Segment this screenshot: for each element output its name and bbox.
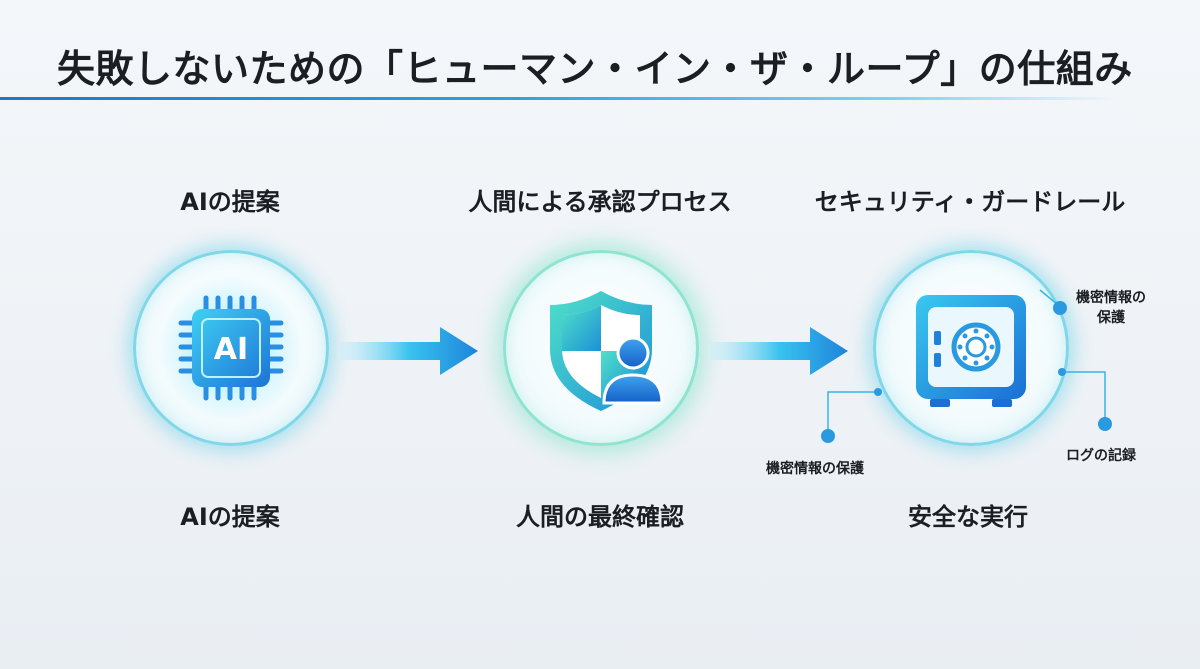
callout-right: ログの記録: [1066, 448, 1136, 464]
arrow-right-icon: [340, 327, 478, 375]
step-2-top-label: 人間による承認プロセス: [468, 188, 732, 216]
step-3-bottom-label: 安全な実行: [908, 503, 1028, 531]
callout-dot: [1053, 301, 1067, 315]
chip-text: AI: [214, 332, 248, 367]
step-1-circle: AI: [133, 250, 329, 446]
callout-dot: [1058, 368, 1066, 376]
step-1-bottom-label: AIの提案: [180, 503, 280, 531]
ai-chip-icon: AI: [159, 276, 303, 420]
shield-person-icon: [550, 291, 664, 411]
step-2-bottom-label: 人間の最終確認: [516, 503, 684, 531]
step-3-top-label: セキュリティ・ガードレール: [814, 188, 1126, 216]
callout-left: 機密情報の保護: [766, 461, 864, 477]
title-underline: [0, 97, 1118, 100]
step-1-top-label: AIの提案: [180, 188, 280, 216]
safe-icon: [916, 295, 1026, 407]
callout-dot: [874, 388, 882, 396]
page-title: 失敗しないための「ヒューマン・イン・ザ・ループ」の仕組み: [57, 47, 1133, 91]
callout-dot: [1098, 417, 1112, 431]
callout-top-right: 機密情報の 保護: [1076, 290, 1146, 326]
step-3-circle: [873, 250, 1069, 446]
step-2-circle: [503, 250, 699, 446]
arrow-right-icon: [710, 327, 848, 375]
callout-dot: [821, 429, 835, 443]
